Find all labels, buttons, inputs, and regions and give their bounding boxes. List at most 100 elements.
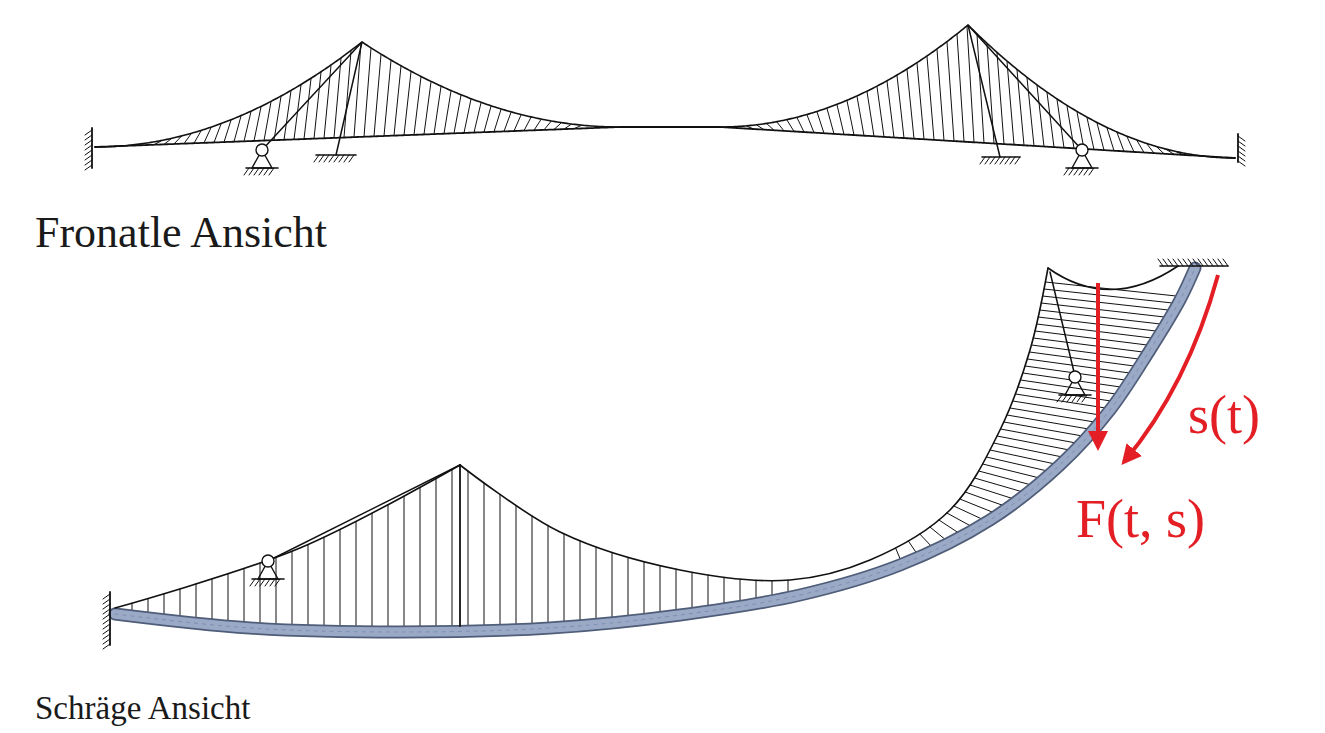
hanger-cable xyxy=(372,513,373,627)
wall-hatch xyxy=(103,639,110,644)
hanger-cable xyxy=(1044,289,1172,303)
ground-hatch xyxy=(1077,395,1082,402)
pylon-leg xyxy=(968,25,1000,157)
ground-line xyxy=(316,154,356,156)
hanger-cable xyxy=(212,579,213,620)
hanger-cable xyxy=(1017,70,1024,145)
hanger-cable xyxy=(1004,422,1083,436)
ground-hatch xyxy=(244,168,249,175)
hanger-cable xyxy=(464,99,471,133)
wall-hatch xyxy=(85,140,92,145)
wall-hatch xyxy=(1238,136,1245,141)
hanger-cable xyxy=(1013,401,1100,415)
hanger-cable xyxy=(500,495,501,626)
hanger-cable xyxy=(997,436,1069,450)
hanger-cable xyxy=(264,102,271,141)
ground-hatch xyxy=(1218,259,1223,266)
wall-hatch xyxy=(103,634,110,639)
hanger-cable xyxy=(164,594,165,615)
hanger-cable xyxy=(340,529,341,626)
ground-hatch xyxy=(1005,157,1010,164)
hanger-cable xyxy=(394,66,401,135)
hanger-cable xyxy=(986,457,1047,471)
ground-hatch xyxy=(1208,259,1213,266)
hanger-cable xyxy=(524,117,531,130)
ground-hatch xyxy=(1082,395,1087,402)
ground-hatch xyxy=(1074,168,1079,175)
hanger-cable xyxy=(1031,345,1138,359)
hanger-cable xyxy=(1010,408,1094,422)
ground-hatch xyxy=(339,155,344,162)
ground-hatch xyxy=(1203,259,1208,266)
hanger-cable xyxy=(1033,338,1142,352)
hanger-cable xyxy=(414,77,421,135)
ground-hatch xyxy=(260,579,265,586)
hanger-cable xyxy=(364,48,371,136)
hanger-cable xyxy=(354,43,361,137)
wall-hatch xyxy=(103,614,110,619)
hanger-cable xyxy=(847,101,854,135)
hanger-cable xyxy=(676,569,677,610)
hanger-cable xyxy=(979,471,1032,485)
hanger-cable xyxy=(468,471,469,626)
ground-hatch xyxy=(1057,395,1062,402)
main-cable xyxy=(115,465,460,608)
hanger-cable xyxy=(740,579,741,601)
hanger-cable xyxy=(374,55,381,137)
ground-hatch xyxy=(1072,395,1077,402)
ground-hatch xyxy=(255,579,260,586)
hanger-cable xyxy=(827,109,834,134)
pin-joint xyxy=(1076,144,1088,156)
wall-hatch xyxy=(103,599,110,604)
hanger-cable xyxy=(404,496,405,627)
hanger-cable xyxy=(1007,415,1089,429)
pylon-leg xyxy=(968,25,1082,150)
hanger-cable xyxy=(1020,380,1115,394)
ground-hatch xyxy=(1158,259,1163,266)
hanger-cable xyxy=(857,96,864,135)
hanger-cable xyxy=(580,541,581,621)
ground-hatch xyxy=(1089,168,1094,175)
variable-label: F(t, s) xyxy=(1076,492,1205,546)
wall-hatch xyxy=(103,604,110,609)
hanger-cable xyxy=(564,534,565,622)
hanger-cable xyxy=(1027,359,1129,373)
ground-hatch xyxy=(314,155,319,162)
ground-hatch xyxy=(249,168,254,175)
hanger-cable xyxy=(292,551,293,625)
wall-hatch xyxy=(85,145,92,150)
hanger-cable xyxy=(532,516,533,624)
pylon-leg xyxy=(336,42,362,155)
wall-hatch xyxy=(85,150,92,155)
hanger-cable xyxy=(994,443,1063,457)
hanger-cable xyxy=(420,487,421,627)
hanger-cable xyxy=(214,124,221,142)
pin-joint xyxy=(1069,371,1081,383)
line-work xyxy=(85,25,1245,649)
hanger-cable xyxy=(454,95,461,133)
hanger-cable xyxy=(957,34,964,141)
ground-hatch xyxy=(1000,157,1005,164)
ground-hatch xyxy=(275,579,280,586)
ground-hatch xyxy=(250,579,255,586)
hanger-cable xyxy=(384,61,391,136)
ground-hatch xyxy=(1193,259,1198,266)
hanger-cable xyxy=(596,547,597,619)
deck-band xyxy=(115,268,1195,632)
wall-hatch xyxy=(1238,156,1245,161)
hanger-cable xyxy=(548,526,549,623)
hanger-cable xyxy=(787,120,794,131)
ground-hatch xyxy=(1064,168,1069,175)
wall-hatch xyxy=(1238,161,1245,166)
wall-hatch xyxy=(103,629,110,634)
ground-hatch xyxy=(1084,168,1089,175)
hanger-cable xyxy=(692,572,693,608)
hanger-cable xyxy=(356,521,357,626)
hanger-cable xyxy=(1037,324,1152,338)
hanger-cable xyxy=(788,580,789,593)
hanger-cable xyxy=(1087,118,1094,150)
ground-hatch xyxy=(269,168,274,175)
tower-top-cable xyxy=(1048,266,1178,290)
ground-hatch xyxy=(980,157,985,164)
main-cable xyxy=(460,268,1048,581)
